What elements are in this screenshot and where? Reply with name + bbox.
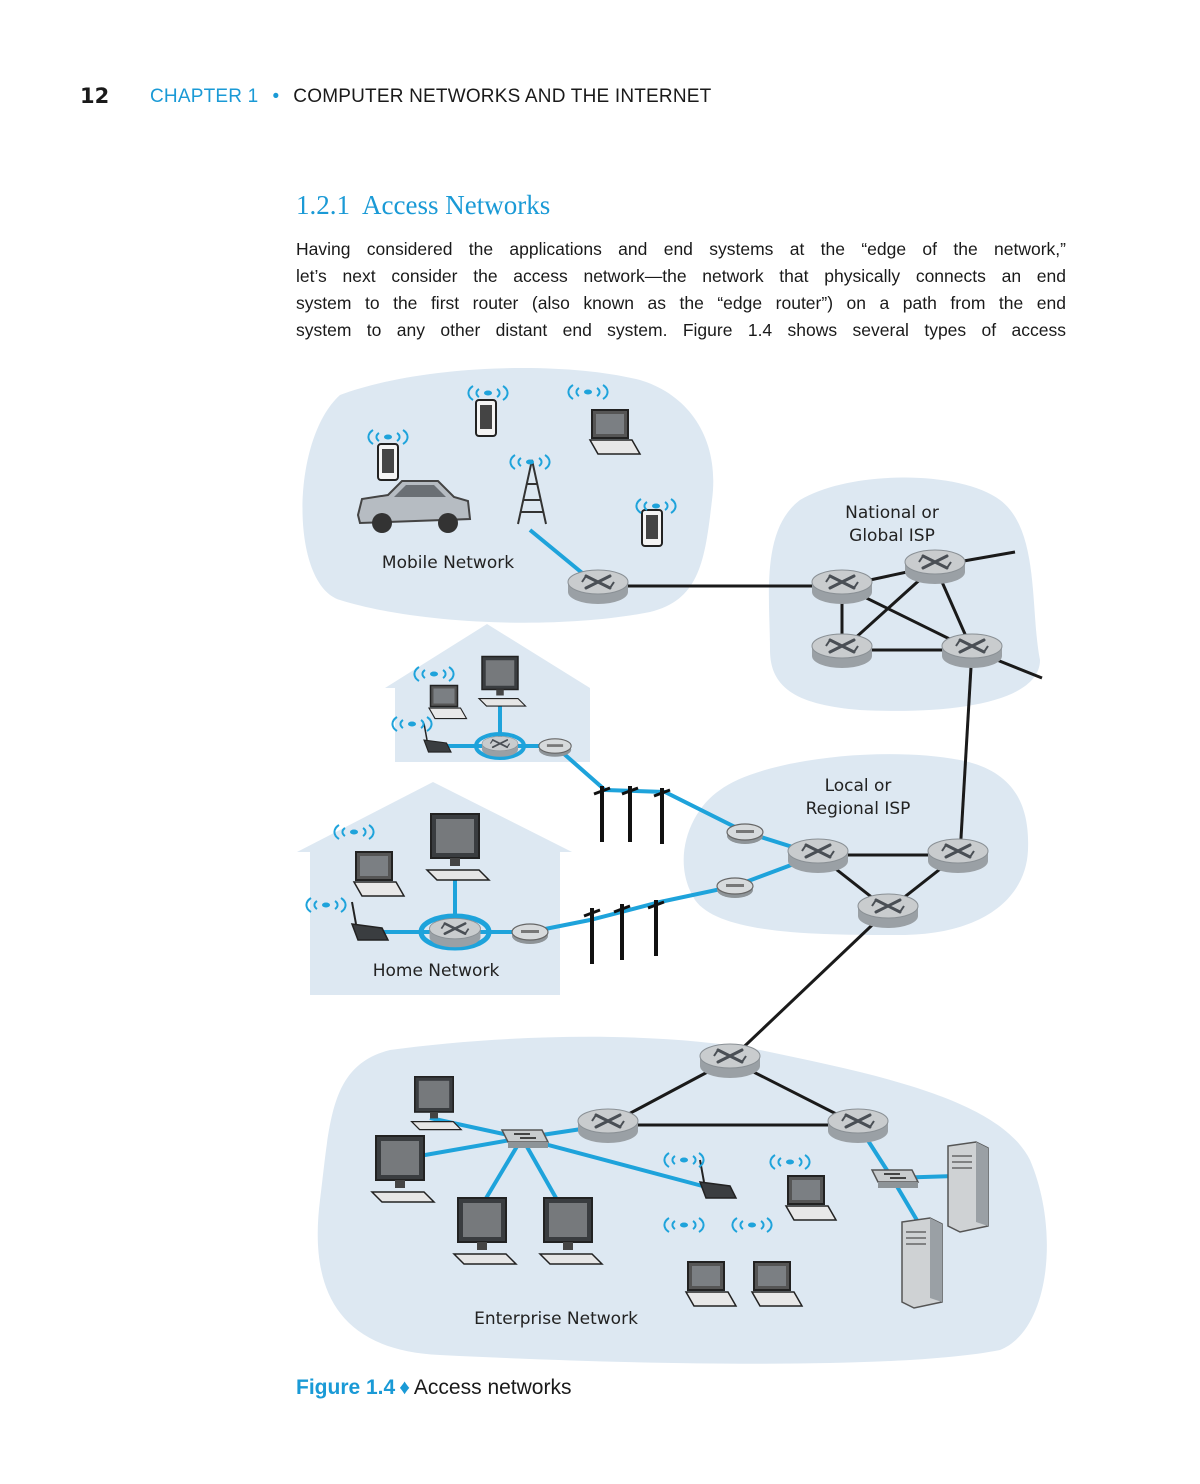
caption-separator: ♦ [399, 1376, 410, 1399]
section-title: Access Networks [362, 190, 551, 220]
desktop-computer-icon [371, 1135, 435, 1203]
router-icon [810, 632, 874, 670]
national-isp-label: National or [845, 503, 939, 523]
section-number: 1.2.1 [296, 190, 350, 220]
dsl-modem-icon [511, 923, 549, 945]
desktop-computer-icon [478, 655, 527, 707]
home-router-icon [428, 917, 482, 949]
dslam-icon [716, 877, 754, 899]
utility-pole-icon [592, 784, 612, 844]
paragraph-line: let’s next consider the access network—t… [296, 266, 1066, 286]
router-icon [786, 837, 850, 875]
local-isp-label: Local or [825, 776, 892, 796]
router-icon [903, 548, 967, 586]
desktop-computer-icon [410, 1076, 463, 1131]
paragraph-line: system to the first router (also known a… [296, 293, 1066, 313]
router-icon [576, 1107, 640, 1145]
access-networks-diagram: Mobile Network National or Global ISP Lo… [297, 368, 1047, 1364]
home-router-ring [418, 913, 492, 951]
figure-label: Figure 1.4 [296, 1376, 396, 1399]
utility-pole-icon [652, 786, 672, 846]
home-router-icon [481, 735, 519, 758]
smartphone-icon [377, 443, 399, 481]
national-isp-label: Global ISP [849, 526, 935, 546]
server-icon [901, 1217, 943, 1309]
router-icon [826, 1107, 890, 1145]
paragraph-line: Having considered the applications and e… [296, 239, 1066, 259]
car-icon [356, 480, 472, 533]
body-paragraph: Having considered the applications and e… [296, 236, 1066, 344]
paragraph-line: system to any other distant end system. … [296, 320, 1066, 340]
cmts-icon [726, 823, 764, 845]
utility-pole-icon [620, 784, 640, 844]
utility-pole-icon [646, 898, 666, 958]
chapter-title: COMPUTER NETWORKS AND THE INTERNET [293, 86, 712, 107]
desktop-computer-icon [453, 1197, 517, 1265]
running-header: CHAPTER 1 • COMPUTER NETWORKS AND THE INTE… [150, 86, 711, 108]
smartphone-icon [475, 399, 497, 437]
desktop-computer-icon [426, 813, 490, 881]
figure-caption: Figure 1.4♦Access networks [296, 1376, 571, 1400]
header-bullet: • [272, 86, 280, 107]
home-network-label: Home Network [373, 961, 500, 981]
ethernet-switch-icon [871, 1169, 919, 1189]
cable-modem-icon [538, 738, 572, 758]
page-number: 12 [80, 84, 110, 108]
router-icon [856, 892, 920, 930]
smartphone-icon [641, 509, 663, 547]
local-isp-cloud [683, 754, 1029, 935]
router-icon [810, 568, 874, 606]
server-icon [947, 1141, 989, 1233]
utility-pole-icon [612, 902, 632, 962]
caption-text: Access networks [413, 1376, 572, 1399]
router-icon [566, 568, 630, 606]
home-network-houses [297, 624, 590, 995]
ethernet-switch-icon [501, 1129, 549, 1149]
router-icon [940, 632, 1004, 670]
router-icon [698, 1042, 762, 1080]
router-icon [926, 837, 990, 875]
desktop-computer-icon [539, 1197, 603, 1265]
local-isp-label: Regional ISP [806, 799, 911, 819]
mobile-network-label: Mobile Network [382, 553, 514, 573]
section-heading: 1.2.1 Access Networks [296, 190, 550, 221]
enterprise-network-label: Enterprise Network [474, 1309, 638, 1329]
home-router-ring [474, 732, 526, 760]
chapter-label: CHAPTER 1 [150, 86, 259, 107]
